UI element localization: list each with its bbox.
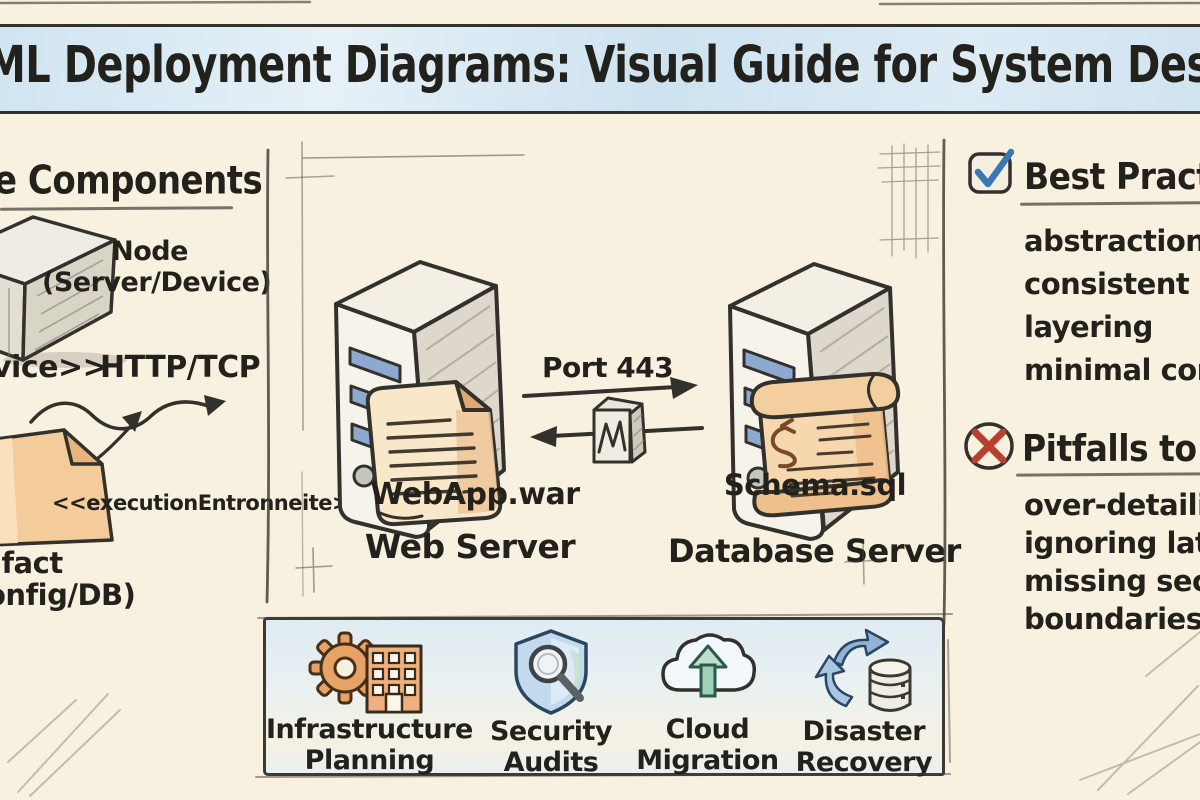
cloud-upload-icon <box>661 633 756 698</box>
best-practices-heading: Best Practice <box>1024 155 1200 198</box>
execution-env-label: <<executionEntronneite>> <box>52 491 367 515</box>
gear-building-icon <box>308 631 423 714</box>
database-server-label: Database Server <box>668 532 961 570</box>
core-components-heading: e Components <box>0 158 263 204</box>
schema-artifact-label: Schema.sql <box>723 468 907 502</box>
best-practices-checkbox-icon <box>968 148 1015 194</box>
schema-scroll-icon <box>749 371 901 518</box>
artifact-document-icon <box>0 428 114 547</box>
best-practices-list: abstraction lev consistent nam layering … <box>1024 220 1200 392</box>
node-label: Node (Server/Device) <box>42 236 272 298</box>
pitfall-item: over-detailing <box>1024 488 1200 522</box>
port-443-label: Port 443 <box>542 351 674 384</box>
pitfalls-underline <box>1015 472 1200 477</box>
banner-item-infrastructure-planning: Infrastructure Planning <box>266 620 473 776</box>
best-practice-item: minimal conne <box>1024 353 1200 387</box>
banner-item-cloud-migration: Cloud Migration <box>629 620 785 776</box>
title-band <box>0 24 1200 114</box>
request-arrow-icon <box>522 377 698 399</box>
pitfall-item: missing secur <box>1024 564 1200 598</box>
node-cube-icon <box>0 215 127 368</box>
artifact-label-line1: ifact <box>0 546 63 580</box>
pitfalls-x-icon <box>964 422 1014 470</box>
banner-item-label: Cloud Migration <box>636 714 779 776</box>
banner-item-label: Infrastructure Planning <box>266 714 473 776</box>
banner-item-security-audits: Security Audits <box>473 620 629 778</box>
heading-underline <box>0 206 234 211</box>
squiggle-arrow-icon <box>29 395 226 431</box>
recycle-database-icon <box>815 628 912 712</box>
banner-item-label: Disaster Recovery <box>795 716 933 778</box>
best-practice-item: layering <box>1024 310 1153 344</box>
pitfalls-list: over-detailing ignoring laten missing se… <box>1024 486 1200 638</box>
device-stereotype-label: vice>> <box>0 350 108 385</box>
webapp-artifact-label: WebApp.war <box>370 477 580 512</box>
firewall-icon <box>592 396 647 464</box>
bottom-banner: Infrastructure Planning Security Audits <box>263 617 945 778</box>
banner-item-label: Security Audits <box>489 716 613 778</box>
banner-item-disaster-recovery: Disaster Recovery <box>786 620 942 778</box>
page-title: ML Deployment Diagrams: Visual Guide for… <box>0 36 1200 95</box>
best-practice-item: consistent nam <box>1024 267 1200 301</box>
pitfall-item: ignoring laten <box>1024 526 1200 560</box>
pitfall-item: boundaries <box>1024 602 1200 636</box>
shield-magnifier-icon <box>513 629 588 715</box>
web-server-label: Web Server <box>364 527 576 566</box>
best-practices-underline <box>1019 201 1200 206</box>
http-tcp-label: HTTP/TCP <box>100 350 261 385</box>
pitfalls-heading: Pitfalls to Av <box>1022 427 1200 470</box>
artifact-label-line2: onfig/DB) <box>0 578 136 612</box>
webapp-document-icon <box>365 380 503 527</box>
best-practice-item: abstraction lev <box>1024 224 1200 258</box>
